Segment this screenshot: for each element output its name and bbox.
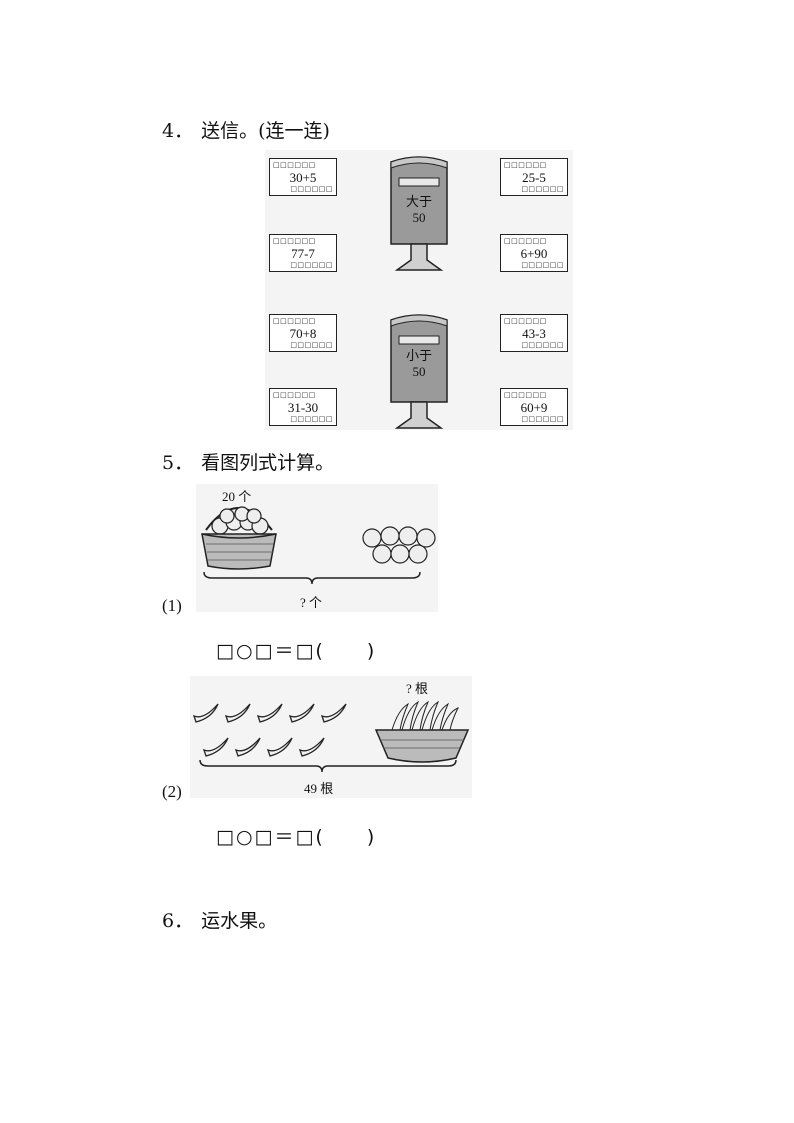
letter-expression: 25-5 [522,170,546,185]
question-5-heading: 5． 看图列式计算。 [162,448,334,475]
mailbox-label: 大于 50 [403,194,435,226]
bananas-icon [192,703,347,757]
total-brace [199,759,457,773]
question-6-heading: 6． 运水果。 [162,906,277,933]
stamp-boxes: □□□□□□ [273,317,316,325]
letter-card[interactable]: □□□□□□ 25-5 □□□□□□ [500,158,568,196]
stamp-boxes: □□□□□□ [273,391,316,399]
stamp-boxes: □□□□□□ [273,237,316,245]
part-label: (2) [162,782,182,801]
letter-expression: 70+8 [289,326,317,341]
stamp-boxes: □□□□□□ [504,161,547,169]
letter-card[interactable]: □□□□□□ 43-3 □□□□□□ [500,314,568,352]
total-label: ? 个 [300,595,323,610]
banana-basket-icon [374,700,470,763]
letter-expression: 77-7 [291,246,315,261]
question-title: 运水果。 [201,910,278,932]
stamp-boxes: □□□□□□ [504,317,547,325]
question-4-heading: 4． 送信。(连一连) [162,116,330,143]
address-boxes: □□□□□□ [290,415,333,423]
question-number: 6． [162,910,194,932]
answer-equation[interactable]: □○□＝□( ) [216,640,377,662]
mailbox-label: 小于 50 [403,348,435,380]
part-label: (1) [162,596,182,615]
question-title: 看图列式计算。 [201,452,335,474]
total-label: 49 根 [304,781,334,796]
letter-expression: 31-30 [287,400,319,415]
mail-matching-panel: □□□□□□ 30+5 □□□□□□ □□□□□□ 77-7 □□□□□□ □□… [265,150,573,430]
mailbox-label-line: 小于 [405,348,432,363]
letter-card[interactable]: □□□□□□ 77-7 □□□□□□ [269,234,337,272]
stamp-boxes: □□□□□□ [504,237,547,245]
question-title: 送信。(连一连) [201,120,330,142]
address-boxes: □□□□□□ [521,341,564,349]
answer-equation[interactable]: □○□＝□( ) [216,826,377,848]
apples-icon [362,526,436,564]
address-boxes: □□□□□□ [290,341,333,349]
apples-figure: 20 个 ? 个 [196,484,438,612]
address-boxes: □□□□□□ [521,185,564,193]
letter-expression: 30+5 [289,170,317,185]
mailbox-label-line: 50 [412,364,426,379]
mailbox-label-line: 大于 [405,194,432,209]
address-boxes: □□□□□□ [521,415,564,423]
address-boxes: □□□□□□ [290,261,333,269]
question-number: 4． [162,120,194,142]
letter-expression: 60+9 [520,400,548,415]
mailbox-icon[interactable] [383,152,455,276]
stamp-boxes: □□□□□□ [504,391,547,399]
stamp-boxes: □□□□□□ [273,161,316,169]
basket-count-label: ? 根 [406,681,429,696]
letter-card[interactable]: □□□□□□ 60+9 □□□□□□ [500,388,568,426]
question-number: 5． [162,452,194,474]
letter-card[interactable]: □□□□□□ 70+8 □□□□□□ [269,314,337,352]
mailbox-label-line: 50 [412,210,426,225]
address-boxes: □□□□□□ [521,261,564,269]
letter-expression: 6+90 [520,246,548,261]
letter-card[interactable]: □□□□□□ 31-30 □□□□□□ [269,388,337,426]
address-boxes: □□□□□□ [290,185,333,193]
letter-card[interactable]: □□□□□□ 30+5 □□□□□□ [269,158,337,196]
mailbox-icon[interactable] [383,310,455,434]
apple-basket-icon [201,506,277,570]
letter-card[interactable]: □□□□□□ 6+90 □□□□□□ [500,234,568,272]
basket-count-label: 20 个 [222,489,252,504]
total-brace [203,571,421,585]
bananas-figure: ? 根 49 根 [190,676,472,798]
letter-expression: 43-3 [522,326,546,341]
